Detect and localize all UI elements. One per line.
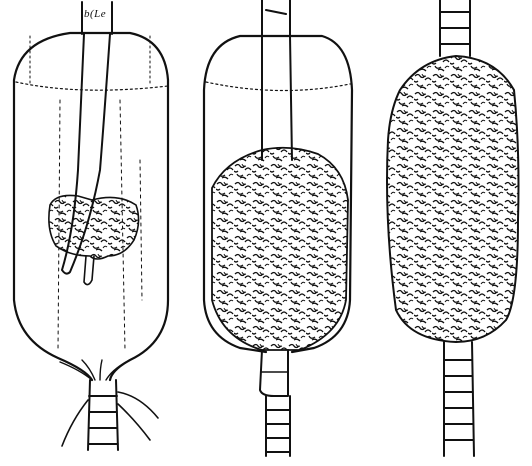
stem-top xyxy=(440,0,470,56)
trailing-roots xyxy=(62,392,158,446)
bag-rim xyxy=(16,82,168,90)
stage-1-partial xyxy=(14,2,168,450)
root-mass xyxy=(49,195,139,259)
descending-root xyxy=(262,36,292,160)
stage-3-full xyxy=(387,0,519,456)
stem-top xyxy=(262,0,290,36)
root-mass xyxy=(387,56,519,342)
stem-bottom xyxy=(88,380,118,450)
stage-2-half xyxy=(204,0,352,456)
root-tip xyxy=(84,256,94,285)
bag-rim-inner xyxy=(30,36,150,86)
stem-label: b(Le xyxy=(84,8,106,20)
bag-rim xyxy=(206,82,350,91)
stem-bottom xyxy=(260,350,290,456)
stem-bottom xyxy=(444,342,474,456)
root-mass xyxy=(212,148,348,350)
